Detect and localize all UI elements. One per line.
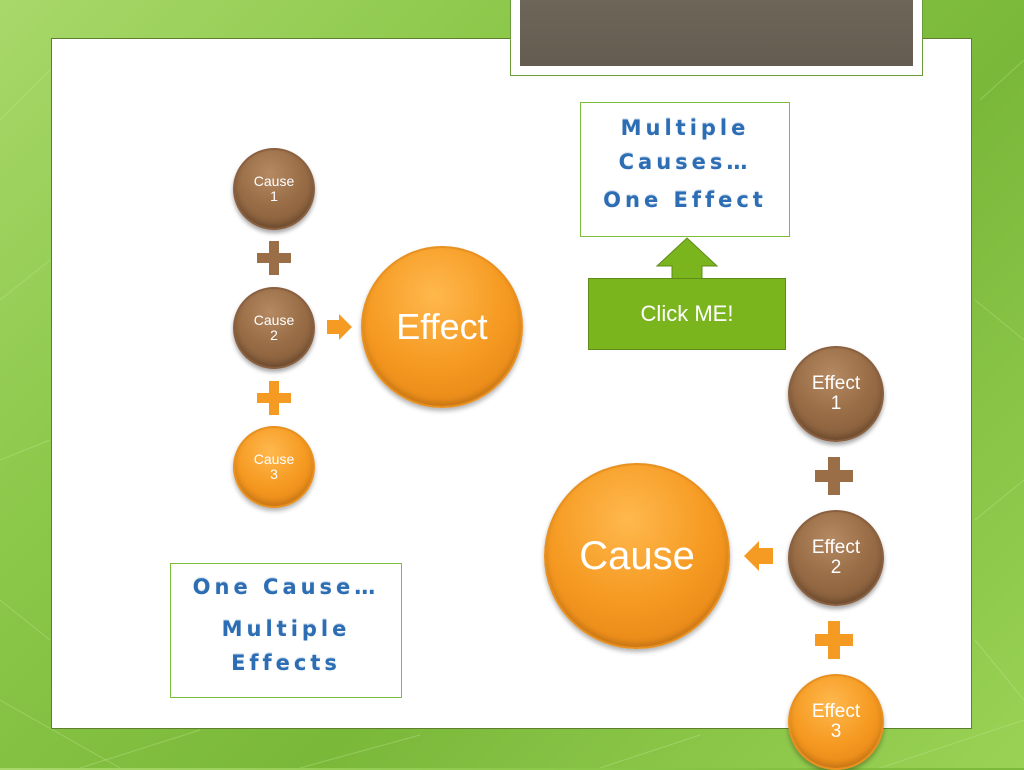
effect-1-circle: Effect 1 — [788, 346, 884, 442]
effect-3-circle: Effect 3 — [788, 674, 884, 770]
plus-icon — [257, 241, 291, 275]
effect-label: Effect — [396, 306, 488, 348]
cause-circle: Cause — [544, 463, 730, 649]
one-cause-box: One Cause… Multiple Effects — [170, 563, 402, 698]
plus-icon — [815, 457, 853, 495]
effect-2-label: Effect 2 — [811, 537, 861, 578]
one-effect-text: One Effect — [603, 188, 767, 212]
plus-icon — [257, 381, 291, 415]
effect-1-label: Effect 1 — [811, 373, 861, 414]
effect-circle: Effect — [361, 246, 523, 408]
multiple-effects-text: Multiple Effects — [221, 617, 351, 675]
arrow-left-icon — [744, 541, 773, 571]
cause-1-label: Cause 1 — [253, 173, 295, 204]
effect-2-circle: Effect 2 — [788, 510, 884, 606]
title-placeholder — [510, 0, 923, 76]
cause-3-circle: Cause 3 — [233, 426, 315, 508]
arrow-right-icon — [327, 314, 352, 340]
arrow-up-icon — [655, 237, 719, 280]
title-bar — [520, 0, 913, 66]
one-cause-text: One Cause… — [192, 575, 380, 599]
multiple-causes-box: Multiple Causes… One Effect — [580, 102, 790, 237]
cause-label: Cause — [579, 534, 695, 578]
click-me-label: Click ME! — [640, 301, 734, 326]
cause-1-circle: Cause 1 — [233, 148, 315, 230]
cause-2-label: Cause 2 — [253, 312, 295, 343]
multiple-causes-text: Multiple Causes… — [618, 116, 752, 174]
click-me-button[interactable]: Click ME! — [588, 278, 786, 350]
effect-3-label: Effect 3 — [811, 701, 861, 742]
cause-3-label: Cause 3 — [253, 451, 295, 482]
cause-2-circle: Cause 2 — [233, 287, 315, 369]
plus-icon — [815, 621, 853, 659]
